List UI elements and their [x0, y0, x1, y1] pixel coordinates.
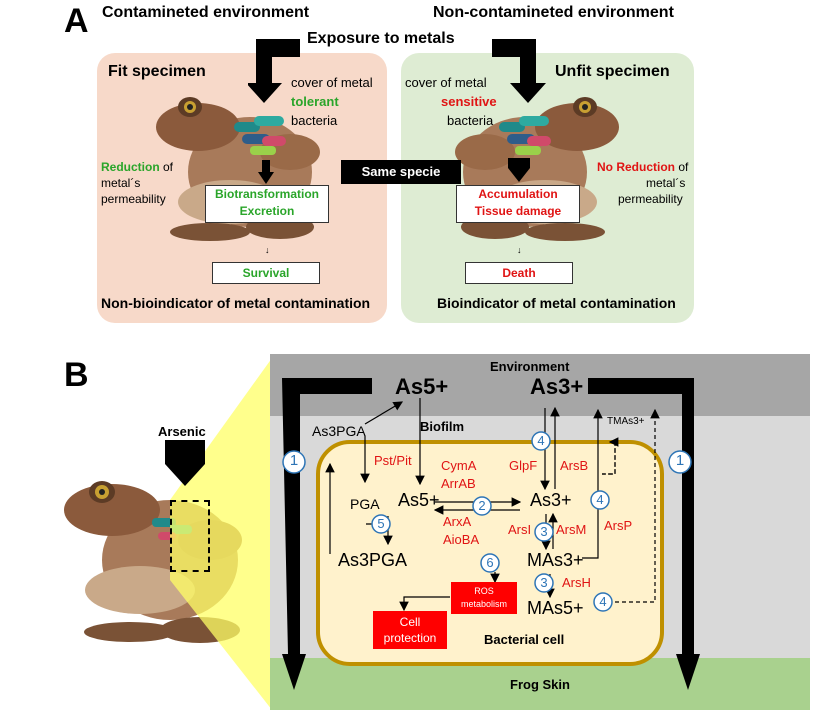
step-3-lower: 3 [540, 575, 548, 590]
cyma-label: CymA [441, 458, 477, 473]
arsenic-label: Arsenic [158, 424, 206, 439]
step-4-bottom: 4 [599, 594, 607, 609]
left-environment-label: Contamineted environment [102, 4, 310, 21]
same-specie-label: Same specie [341, 160, 461, 184]
unfit-down-arrow-icon [508, 158, 530, 182]
step-2: 2 [478, 498, 486, 513]
unfit-cover-line1: cover of metal [405, 75, 487, 90]
step-circles [282, 431, 692, 612]
biofilm-label: Biofilm [420, 419, 465, 434]
unfit-process-line2: Tissue damage [474, 204, 562, 218]
fit-bacteria-icon [234, 116, 286, 155]
bacterial-cell-label: Bacterial cell [484, 632, 565, 647]
pga-label: PGA [350, 496, 380, 512]
unfit-reduction-of: of [675, 160, 689, 174]
unfit-reduction-line2: metal´s [646, 176, 686, 190]
right-bent-arrow-icon [492, 39, 546, 103]
unfit-outcome-box: Death [465, 262, 573, 284]
step-4-top: 4 [537, 433, 545, 448]
fit-specimen-title: Fit specimen [108, 63, 206, 80]
unfit-role-label: Bioindicator of metal contamination [437, 295, 676, 311]
fit-small-arrow-icon: ↓ [265, 245, 270, 255]
arsb-label: ArsB [560, 458, 589, 473]
as5-environment: As5+ [395, 374, 449, 399]
ros-line1: ROS [474, 586, 494, 596]
glpf-label: GlpF [509, 458, 538, 473]
step-6: 6 [486, 555, 494, 570]
fit-process-line2: Excretion [239, 204, 295, 218]
step-3-upper: 3 [540, 524, 548, 539]
arsenic-down-arrow-icon [165, 440, 205, 486]
as3pga-outside: As3PGA [312, 423, 366, 439]
cell-protection-box: Cell protection [373, 611, 447, 649]
pst-pit-label: Pst/Pit [374, 453, 412, 468]
frog-skin-band [270, 658, 810, 710]
left-bent-arrow-icon [248, 39, 300, 103]
unfit-process-box: Accumulation Tissue damage [456, 185, 580, 223]
step-5: 5 [377, 516, 385, 531]
fit-reduction-of: of [159, 160, 174, 174]
arrab-label: ArrAB [441, 476, 476, 491]
fit-outcome-box: Survival [212, 262, 320, 284]
as3pga-inside: As3PGA [338, 550, 408, 570]
panel-b-letter: B [64, 356, 89, 394]
unfit-reduction-line1: No Reduction of [597, 160, 688, 174]
fit-reduction-line1: Reduction of [101, 160, 173, 174]
fit-cover-line1: cover of metal [291, 75, 373, 90]
step-1-right: 1 [675, 452, 685, 469]
mas3-label: MAs3+ [527, 550, 584, 570]
right-environment-label: Non-contamineted environment [433, 4, 674, 21]
right-big-arrow-icon [588, 378, 700, 690]
unfit-cover-sensitive: sensitive [441, 94, 497, 109]
fit-reduction-keyword: Reduction [101, 160, 160, 174]
mas5-label: MAs5+ [527, 598, 584, 618]
zoom-highlight [170, 358, 272, 710]
fit-reduction-line2: metal´s [101, 176, 141, 190]
ros-line2: metabolism [460, 599, 507, 609]
fit-down-arrow-icon [258, 160, 274, 184]
unfit-reduction-line3: permeability [618, 192, 683, 206]
fit-cover-line3: bacteria [291, 113, 338, 128]
environment-label: Environment [490, 359, 570, 374]
aioba-label: AioBA [443, 532, 480, 547]
frog-skin-label: Frog Skin [510, 677, 570, 692]
left-big-arrow-icon [282, 378, 372, 690]
exposure-label: Exposure to metals [307, 30, 455, 47]
fit-process-line1: Biotransformation [214, 187, 319, 201]
as3-inside: As3+ [530, 490, 572, 510]
arsp-label: ArsP [604, 518, 633, 533]
unfit-cover-line3: bacteria [447, 113, 494, 128]
cell-protection-line2: protection [383, 631, 437, 645]
as3-environment: As3+ [530, 374, 584, 399]
unfit-specimen-title: Unfit specimen [555, 63, 670, 80]
unfit-small-arrow-icon: ↓ [517, 245, 522, 255]
fit-role-label: Non-bioindicator of metal contamination [101, 295, 371, 311]
fit-reduction-line3: permeability [101, 192, 166, 206]
panel-a-letter: A [64, 2, 89, 40]
arsm-label: ArsM [556, 522, 587, 537]
unfit-reduction-keyword: No Reduction [597, 160, 675, 174]
fit-cover-tolerant: tolerant [291, 94, 339, 109]
as5-inside: As5+ [398, 490, 440, 510]
arsh-label: ArsH [562, 575, 591, 590]
unfit-bacteria-icon [499, 116, 551, 155]
pathway-diagram [282, 378, 700, 690]
zoom-selection-box [170, 500, 210, 572]
ros-metabolism-box: ROS metabolism [451, 582, 517, 614]
step-1-left: 1 [289, 452, 299, 469]
arsi-label: ArsI [508, 522, 532, 537]
tmas-label: TMAs3+ [607, 416, 645, 427]
unfit-process-line1: Accumulation [478, 187, 558, 201]
arxa-label: ArxA [443, 514, 472, 529]
step-4-middle: 4 [596, 492, 604, 507]
cell-protection-line1: Cell [399, 615, 421, 629]
fit-process-box: Biotransformation Excretion [205, 185, 329, 223]
